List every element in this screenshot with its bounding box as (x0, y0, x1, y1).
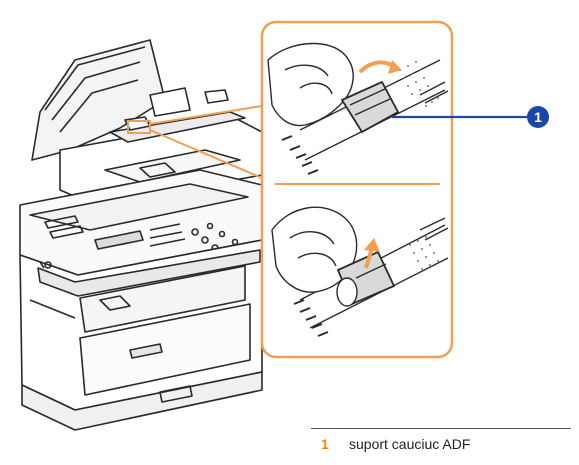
callout-number-badge: 1 (527, 106, 549, 128)
caption-divider (311, 428, 571, 429)
printer-illustration (19, 39, 263, 431)
detail-top (267, 42, 449, 175)
arrow-up-icon (364, 247, 374, 269)
caption-text: suport cauciuc ADF (349, 436, 471, 452)
caption-number: 1 (321, 436, 329, 452)
hand-illustration (267, 42, 354, 127)
detail-bottom (271, 206, 449, 337)
orange-connector-lines (127, 105, 263, 179)
caption: 1 suport cauciuc ADF (311, 428, 571, 458)
adf-rubber-pad (340, 80, 400, 134)
